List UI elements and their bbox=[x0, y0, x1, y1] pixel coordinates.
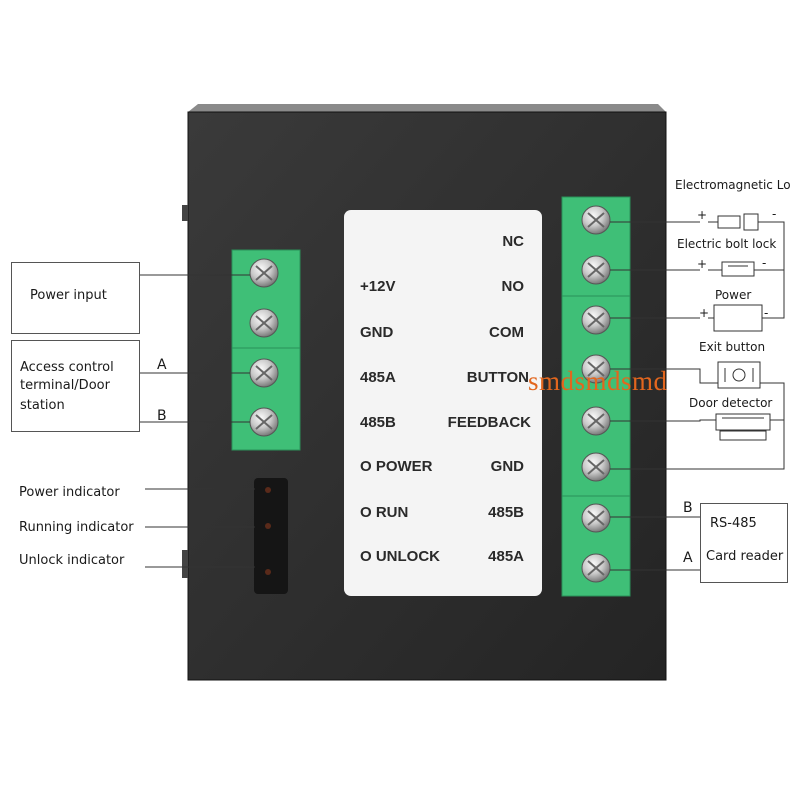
label-gnd: GND bbox=[360, 324, 394, 341]
label-no: NO bbox=[501, 278, 525, 295]
terminal-screw bbox=[249, 407, 279, 437]
left-bus-a-label: A bbox=[157, 357, 167, 373]
terminal-screw bbox=[581, 205, 611, 235]
minus-sign: - bbox=[762, 256, 767, 270]
power-input-box: Power input bbox=[11, 262, 140, 334]
power-indicator-label: Power indicator bbox=[19, 485, 120, 500]
access-control-box: Access control terminal/Door station bbox=[11, 340, 140, 432]
unlock-indicator-label: Unlock indicator bbox=[19, 553, 125, 568]
label-485a: 485A bbox=[360, 369, 396, 386]
label-nc: NC bbox=[502, 233, 524, 250]
minus-sign: - bbox=[764, 306, 769, 320]
terminal-screw bbox=[581, 354, 611, 384]
electric-bolt-lock-label: Electric bolt lock bbox=[677, 237, 777, 251]
enclosure-tab bbox=[182, 205, 188, 221]
label-o-power: O POWER bbox=[360, 458, 433, 475]
terminal-screw bbox=[581, 503, 611, 533]
right-wiring bbox=[610, 221, 785, 571]
left-leader-lines bbox=[138, 274, 255, 568]
card-reader-label: Card reader bbox=[706, 549, 784, 564]
label-485b-right: 485B bbox=[488, 504, 524, 521]
enclosure-tab bbox=[182, 550, 188, 578]
label-o-run: O RUN bbox=[360, 504, 409, 521]
label-485a-right: 485A bbox=[488, 548, 524, 565]
access-control-line3: station bbox=[20, 398, 65, 413]
left-screws bbox=[249, 258, 279, 437]
enclosure-top bbox=[188, 104, 666, 112]
right-bus-a-label: A bbox=[683, 550, 693, 566]
label-feedback: FEEDBACK bbox=[447, 414, 531, 431]
door-detector-label: Door detector bbox=[689, 396, 773, 410]
right-screws bbox=[581, 205, 611, 583]
label-com: COM bbox=[489, 324, 524, 341]
terminal-screw bbox=[249, 358, 279, 388]
label-gnd-right: GND bbox=[490, 458, 524, 475]
right-bus-b-label: B bbox=[683, 500, 693, 516]
label-panel bbox=[344, 210, 542, 596]
plus-sign: + bbox=[699, 306, 710, 320]
rs485-card-reader-box: RS-485 Card reader bbox=[700, 503, 788, 583]
terminal-screw bbox=[581, 255, 611, 285]
terminal-screw bbox=[249, 308, 279, 338]
running-led bbox=[265, 523, 271, 529]
power-label: Power bbox=[715, 288, 752, 302]
power-led bbox=[265, 487, 271, 493]
electromagnetic-lock-icon bbox=[708, 213, 775, 231]
exit-button-label: Exit button bbox=[699, 340, 766, 354]
label-plus12v: +12V bbox=[360, 278, 396, 295]
power-supply-icon bbox=[708, 304, 763, 332]
terminal-screw bbox=[581, 553, 611, 583]
door-detector-icon bbox=[715, 413, 771, 441]
access-control-line1: Access control bbox=[20, 360, 114, 375]
plus-sign: + bbox=[697, 257, 708, 271]
rs485-label: RS-485 bbox=[710, 516, 757, 531]
power-input-label: Power input bbox=[30, 288, 107, 303]
label-button: BUTTON bbox=[466, 369, 529, 386]
access-control-line2: terminal/Door bbox=[20, 378, 110, 393]
label-485b: 485B bbox=[360, 414, 396, 431]
unlock-led bbox=[265, 569, 271, 575]
left-bus-b-label: B bbox=[157, 408, 167, 424]
led-window bbox=[254, 478, 288, 594]
running-indicator-label: Running indicator bbox=[19, 520, 134, 535]
exit-button-icon bbox=[717, 361, 761, 389]
label-o-unlock: O UNLOCK bbox=[360, 548, 440, 565]
terminal-screw bbox=[581, 305, 611, 335]
electromagnetic-lock-label: Electromagnetic Lo bbox=[675, 178, 791, 192]
watermark-text: smdsmdsmd bbox=[528, 366, 668, 396]
plus-sign: + bbox=[697, 208, 708, 222]
terminal-screw bbox=[581, 452, 611, 482]
electric-bolt-lock-icon bbox=[708, 261, 770, 277]
terminal-screw bbox=[249, 258, 279, 288]
minus-sign: - bbox=[772, 207, 777, 221]
terminal-screw bbox=[581, 406, 611, 436]
